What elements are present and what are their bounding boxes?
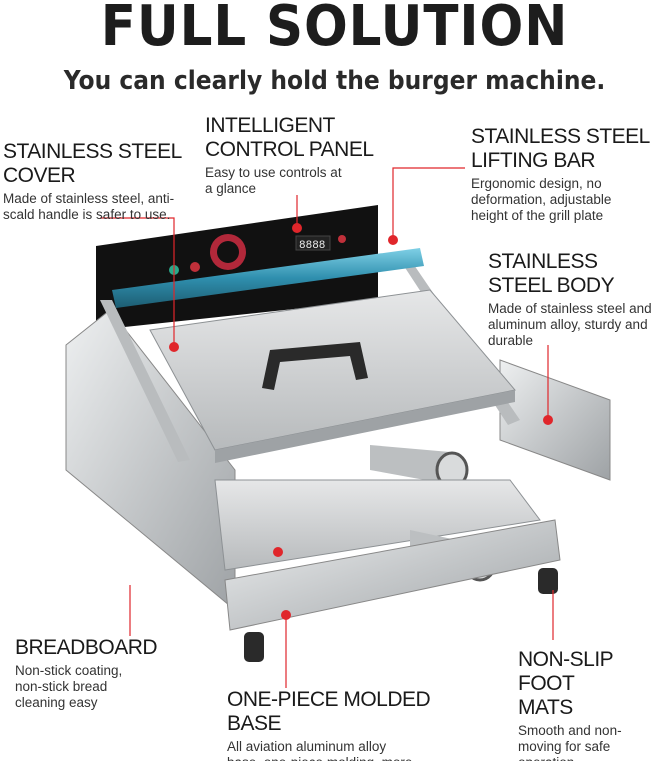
callout-body: STAINLESS STEEL BODY Made of stainless s… xyxy=(488,250,666,349)
lifting-bar xyxy=(112,248,424,308)
callout-title: STAINLESS STEEL LIFTING BAR xyxy=(471,125,650,172)
cover-handle xyxy=(262,342,368,390)
callout-description: All aviation aluminum alloy base, one-pi… xyxy=(227,739,412,761)
callout-description: Made of stainless steel, anti-scald hand… xyxy=(3,191,175,222)
timer-display xyxy=(295,235,331,251)
callout-base: ONE-PIECE MOLDED BASE All aviation alumi… xyxy=(227,688,477,761)
callout-title: BREADBOARD xyxy=(15,636,158,659)
timer-readout: 8888 xyxy=(299,240,325,252)
callout-control-panel: INTELLIGENT CONTROL PANEL Easy to use co… xyxy=(205,114,375,197)
callout-lines xyxy=(100,167,554,688)
callout-foot-mats: NON-SLIP FOOT MATS Smooth and non-moving… xyxy=(518,648,648,761)
callout-breadboard: BREADBOARD Non-stick coating, non-stick … xyxy=(15,636,158,711)
breadboard-plate xyxy=(214,479,541,571)
callout-dots xyxy=(169,223,553,620)
callout-description: Smooth and non-moving for safe operation xyxy=(518,723,622,761)
callout-lifting-bar: STAINLESS STEEL LIFTING BAR Ergonomic de… xyxy=(471,125,651,224)
callout-title: STAINLESS STEEL COVER xyxy=(3,140,182,187)
callout-title: STAINLESS STEEL BODY xyxy=(488,250,615,297)
subheadline: You can clearly hold the burger machine. xyxy=(63,66,606,96)
right-side-panel xyxy=(499,359,611,481)
callout-description: Non-stick coating, non-stick bread clean… xyxy=(15,663,123,710)
foot xyxy=(538,568,558,594)
callout-title: ONE-PIECE MOLDED BASE xyxy=(227,688,431,735)
callout-title: INTELLIGENT CONTROL PANEL xyxy=(205,114,374,161)
callout-cover: STAINLESS STEEL COVER Made of stainless … xyxy=(3,140,203,223)
callout-description: Made of stainless steel and aluminum all… xyxy=(488,301,652,348)
callout-description: Ergonomic design, no deformation, adjust… xyxy=(471,176,612,223)
callout-title: NON-SLIP FOOT MATS xyxy=(518,648,613,719)
power-light-red xyxy=(190,262,200,272)
base xyxy=(224,519,561,631)
foot xyxy=(244,632,264,662)
callout-description: Easy to use controls at a glance xyxy=(205,165,342,196)
headline: FULL SOLUTION xyxy=(100,0,569,59)
